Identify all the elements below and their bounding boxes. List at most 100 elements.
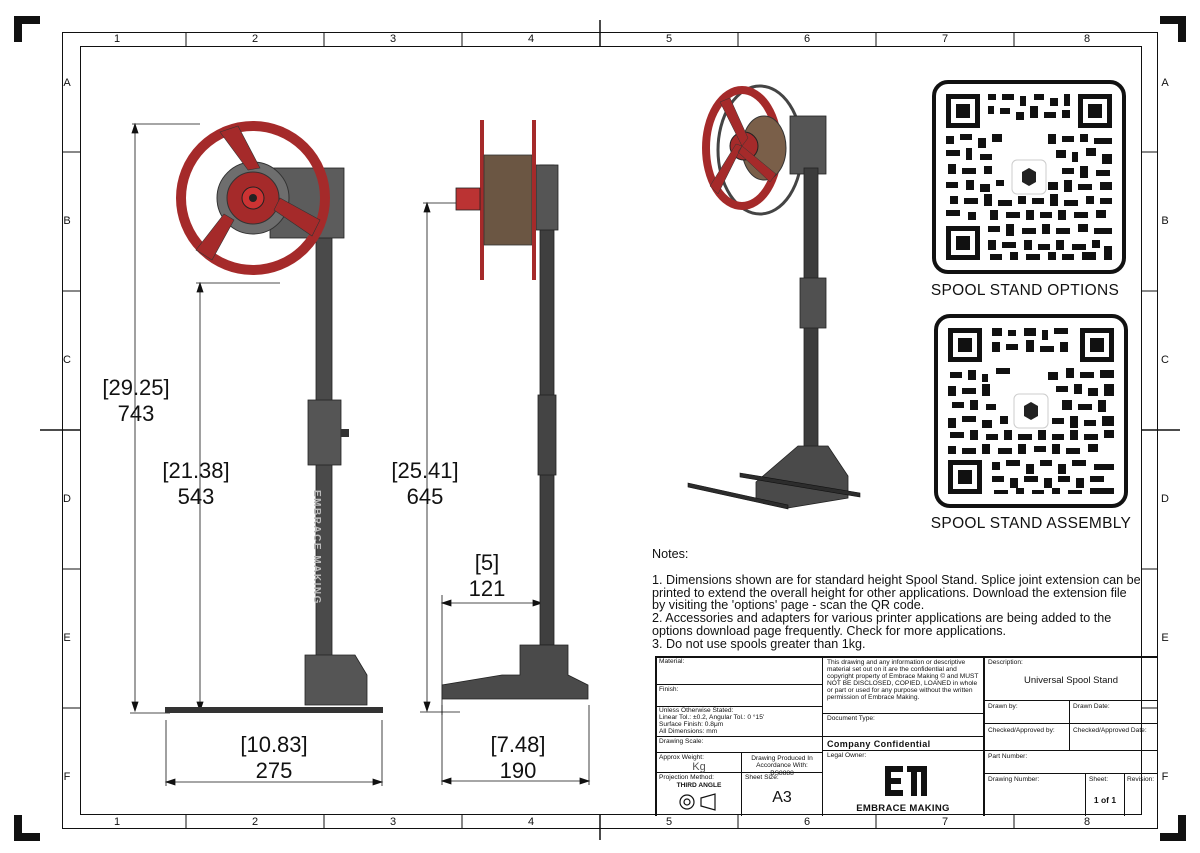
checked-date-label: Checked/Approved Date: xyxy=(1073,727,1147,734)
zone-row-f: F xyxy=(63,771,71,783)
zone-row-a: A xyxy=(63,77,71,89)
dim-side-height-inch: [25.41] xyxy=(391,458,459,483)
drawn-date-label: Drawn Date: xyxy=(1073,703,1110,710)
base-plate xyxy=(165,707,383,713)
zone-col-5-bottom: 5 xyxy=(665,816,673,828)
finish-label: Finish: xyxy=(659,686,679,693)
zone-col-1-bottom: 1 xyxy=(113,816,121,828)
column-engraving: EMBRACE MAKING xyxy=(311,490,322,605)
approx-weight-label: Approx Weight: xyxy=(659,754,704,761)
zone-col-3: 3 xyxy=(389,33,397,45)
side-width-dim xyxy=(440,705,591,785)
dim-overall-height-inch: [29.25] xyxy=(102,375,170,400)
checked-by-label: Checked/Approved by: xyxy=(988,727,1055,734)
zone-row-b: B xyxy=(63,215,71,227)
note-item-3: 3. Do not use spools greater than 1kg. xyxy=(652,636,866,651)
legal-owner-label: Legal Owner: xyxy=(827,752,867,759)
dim-front-width-mm: 275 xyxy=(255,758,293,783)
zone-col-7: 7 xyxy=(941,33,949,45)
zone-col-7-bottom: 7 xyxy=(941,816,949,828)
dim-front-width-inch: [10.83] xyxy=(240,732,308,757)
sheet-label: Sheet: xyxy=(1089,776,1109,783)
dim-overall-height-mm: 743 xyxy=(117,401,155,426)
drawing-inner-frame xyxy=(80,46,1142,815)
zone-col-2-bottom: 2 xyxy=(251,816,259,828)
zone-col-4: 4 xyxy=(527,33,535,45)
zone-col-6: 6 xyxy=(803,33,811,45)
qr-logo-icon xyxy=(1024,402,1038,420)
dim-side-width-mm: 190 xyxy=(499,758,537,783)
zone-col-4-bottom: 4 xyxy=(527,816,535,828)
drawing-number-label: Drawing Number: xyxy=(988,776,1040,783)
qr-logo-icon xyxy=(1022,168,1036,186)
qr-assembly-caption: SPOOL STAND ASSEMBLY xyxy=(930,515,1132,532)
notes-heading: Notes: xyxy=(652,547,689,561)
spool-wheel xyxy=(176,121,330,275)
dim-offset-inch: [5] xyxy=(474,550,500,575)
company-confidential: Company Confidential xyxy=(827,739,931,749)
zone-col-2: 2 xyxy=(251,33,259,45)
isometric-view xyxy=(687,84,861,510)
description-value: Universal Spool Stand xyxy=(1024,675,1118,686)
qr-pattern-options xyxy=(946,94,1112,260)
material-label: Material: xyxy=(659,658,685,665)
part-number-label: Part Number: xyxy=(988,753,1028,760)
embrace-making-logo-icon xyxy=(885,766,927,796)
qr-pattern-assembly xyxy=(948,328,1114,494)
front-view xyxy=(130,121,383,714)
qr-code-options[interactable] xyxy=(932,80,1126,274)
dim-side-width-inch: [7.48] xyxy=(490,732,546,757)
dim-side-height-mm: 645 xyxy=(406,484,444,509)
zone-col-6-bottom: 6 xyxy=(803,816,811,828)
corner-mark-bottom-right xyxy=(1160,815,1186,841)
corner-mark-top-right xyxy=(1160,16,1186,42)
zone-col-1: 1 xyxy=(113,33,121,45)
zone-col-8-bottom: 8 xyxy=(1083,816,1091,828)
copyright-text: This drawing and any information or desc… xyxy=(827,659,979,701)
drawing-scale-label: Drawing Scale: xyxy=(659,738,704,745)
zone-row-d: D xyxy=(63,493,71,505)
title-block: Material: Finish: Unless Otherwise State… xyxy=(655,656,1158,816)
description-label: Description: xyxy=(988,659,1023,666)
qr-options-caption: SPOOL STAND OPTIONS xyxy=(930,282,1120,299)
spool-flange-right xyxy=(532,120,536,280)
zone-row-c-right: C xyxy=(1161,354,1169,366)
zone-row-b-right: B xyxy=(1161,215,1169,227)
corner-mark-bottom-left xyxy=(14,815,40,841)
zone-row-d-right: D xyxy=(1161,493,1169,505)
projection-label: Projection Method: xyxy=(659,774,714,781)
projection-value: THIRD ANGLE xyxy=(676,782,722,789)
produced-in: Drawing Produced In Accordance With: BS8… xyxy=(751,755,813,777)
front-width-dim xyxy=(164,720,384,786)
drawn-by-label: Drawn by: xyxy=(988,703,1018,710)
sheet-size-value: A3 xyxy=(772,789,792,806)
corner-mark-top-left xyxy=(14,16,40,42)
tolerances: Unless Otherwise Stated: Linear Tol.: ±0… xyxy=(659,707,765,735)
notes-block: Notes: 1. Dimensions shown are for stand… xyxy=(652,548,1142,651)
zone-col-5: 5 xyxy=(665,33,673,45)
revision-label: Revision: xyxy=(1127,776,1155,783)
zone-col-3-bottom: 3 xyxy=(389,816,397,828)
zone-row-f-right: F xyxy=(1161,771,1169,783)
third-angle-projection-icon xyxy=(679,793,716,811)
qr-code-assembly[interactable] xyxy=(934,314,1128,508)
zone-row-e: E xyxy=(63,632,71,644)
logo-text: EMBRACE MAKING xyxy=(856,803,950,814)
zone-row-a-right: A xyxy=(1161,77,1169,89)
spool-core xyxy=(483,154,533,246)
dim-offset-mm: 121 xyxy=(468,576,506,601)
side-base xyxy=(441,644,589,700)
sheet-size-label: Sheet Size: xyxy=(745,774,779,781)
document-type-label: Document Type: xyxy=(827,715,875,722)
zone-col-8: 8 xyxy=(1083,33,1091,45)
sheet-value: 1 of 1 xyxy=(1093,795,1117,805)
spool-flange-left xyxy=(480,120,484,280)
weight-unit: Kg xyxy=(692,761,706,773)
dim-arm-height-mm: 543 xyxy=(177,484,215,509)
note-item-2: 2. Accessories and adapters for various … xyxy=(652,611,1112,638)
zone-row-e-right: E xyxy=(1161,632,1169,644)
side-view xyxy=(420,120,589,715)
zone-row-c: C xyxy=(63,354,71,366)
splice-clamp xyxy=(307,399,342,466)
